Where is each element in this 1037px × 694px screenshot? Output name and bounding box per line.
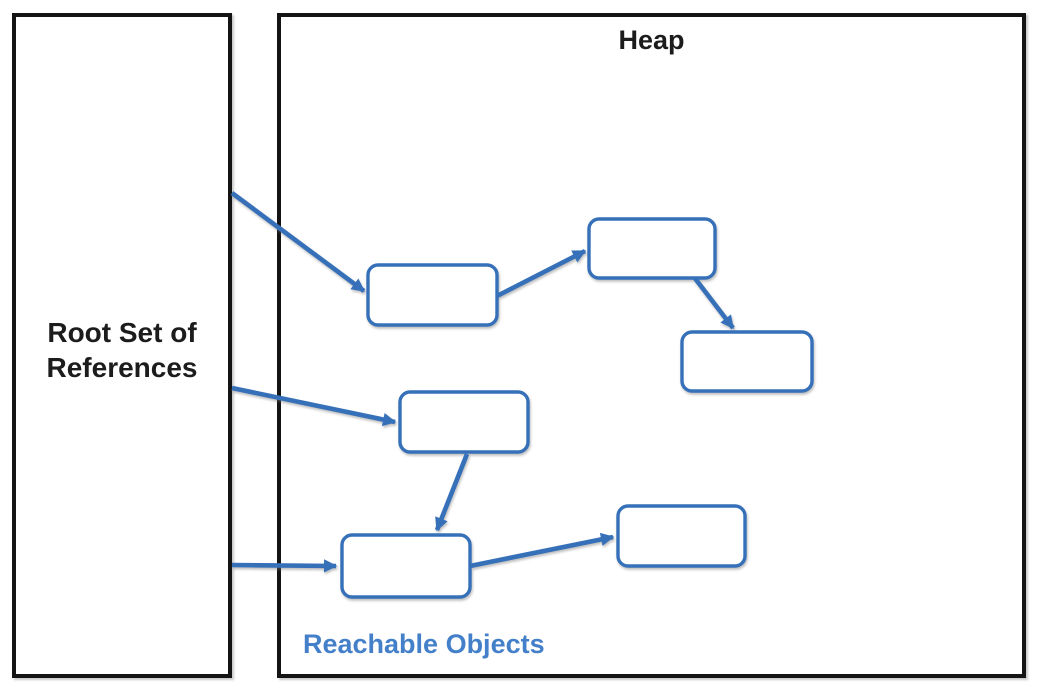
root-set-panel: Root Set of References (12, 13, 232, 678)
reference-arrow-object-5-to-object-6 (469, 532, 615, 569)
reference-arrow-object-2-to-object-3 (692, 275, 735, 330)
reference-arrow-root-to-object-5 (231, 559, 338, 573)
reference-arrow-root-to-object-4 (231, 385, 397, 427)
reachable-objects-label: Reachable Objects (303, 629, 545, 659)
heap-label: Heap (618, 25, 685, 55)
reference-arrow-object-4-to-object-5 (434, 453, 470, 532)
reference-arrow-root-to-object-1 (230, 191, 366, 293)
root-set-label: Root Set of References (46, 317, 198, 384)
heap-object-3 (680, 330, 814, 393)
heap-object-5 (340, 533, 472, 599)
heap-object-2 (587, 217, 717, 280)
heap-object-1 (366, 263, 499, 327)
heap-panel: Heap Reachable Objects (277, 13, 1026, 678)
reference-arrow-object-1-to-object-2 (495, 248, 587, 299)
heap-object-4 (398, 390, 530, 454)
heap-object-6 (616, 504, 747, 568)
